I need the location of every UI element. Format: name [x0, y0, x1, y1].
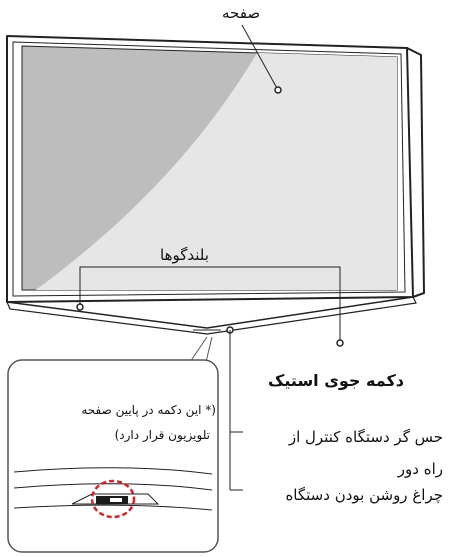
joystick-callout-lines	[189, 336, 213, 363]
joystick-highlight-circle	[90, 479, 136, 519]
bottom-pointer	[226, 326, 243, 491]
label-joystick-title: دکمه جوی استیک	[268, 371, 404, 390]
screen-callout	[241, 24, 282, 94]
screen-panel	[21, 45, 398, 291]
label-speakers: بلندگوها	[160, 246, 209, 264]
joystick-callout-box	[7, 359, 219, 553]
label-power-indicator: چراغ روشن بودن دستگاه	[285, 486, 443, 504]
label-joystick-note-line1: (* این دکمه در پایین صفحه	[81, 403, 216, 417]
joystick-button-icon	[71, 493, 160, 505]
label-remote-sensor-line1: حس گر دستگاه کنترل از	[288, 428, 443, 446]
speakers-bracket	[76, 266, 344, 347]
label-screen: صفحه	[222, 4, 261, 22]
label-remote-sensor-line2: راه دور	[397, 460, 443, 478]
label-joystick-note-line2: تلویزیون قرار دارد)	[114, 428, 210, 442]
